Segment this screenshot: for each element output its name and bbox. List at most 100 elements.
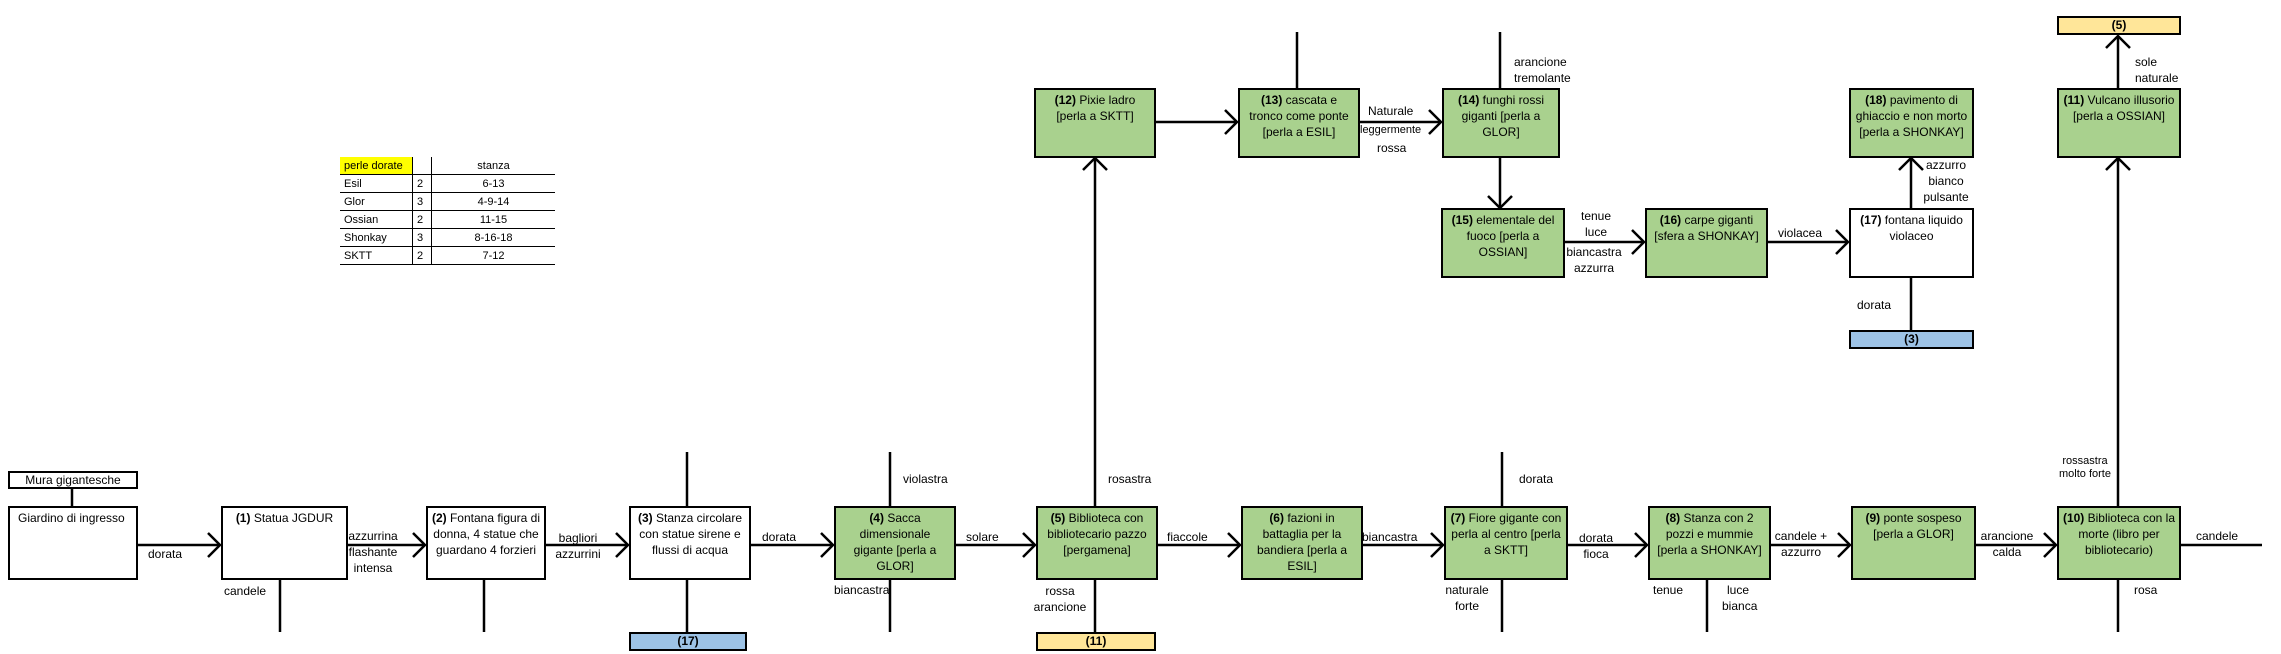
node-room-1: (1) Statua JGDUR xyxy=(221,506,348,580)
legend-rooms: 7-12 xyxy=(431,246,555,265)
node-room-17: (17) fontana liquido violaceo xyxy=(1849,208,1974,278)
room-number: (13) xyxy=(1260,93,1283,107)
legend-header-room: stanza xyxy=(431,157,555,175)
node-room-9: (9) ponte sospeso [perla a GLOR] xyxy=(1851,506,1976,580)
room-description: cascata e tronco come ponte [perla a ESI… xyxy=(1249,93,1349,139)
edge-label: dorata xyxy=(148,547,183,561)
room-description: Stanza circolare con statue sirene e flu… xyxy=(639,511,743,557)
node-room-3: (3) Stanza circolare con statue sirene e… xyxy=(629,506,751,580)
edge-label-text: biancastra azzurra xyxy=(1566,245,1622,275)
node-room-2: (2) Fontana figura di donna, 4 statue ch… xyxy=(426,506,546,580)
room-number: (7) xyxy=(1450,511,1466,525)
room-number: (18) xyxy=(1865,93,1887,107)
node-room-7: (7) Fiore gigante con perla al centro [p… xyxy=(1444,506,1568,580)
room-number: (17) xyxy=(1860,213,1882,227)
legend-count: 2 xyxy=(412,246,432,265)
room-description: carpe giganti [sfera a SHONKAY] xyxy=(1654,213,1759,243)
room-description: Biblioteca con bibliotecario pazzo [perg… xyxy=(1047,511,1147,557)
edge-label: arancione tremolante xyxy=(1514,54,1594,86)
room-description: Vulcano illusorio [perla a OSSIAN] xyxy=(2072,93,2175,123)
room-description: Fiore gigante con perla al centro [perla… xyxy=(1451,511,1562,557)
legend-rooms: 11-15 xyxy=(431,210,555,229)
legend-count: 2 xyxy=(412,174,432,193)
edge-label: dorata xyxy=(1519,472,1554,486)
edge-label: Naturale xyxy=(1368,104,1414,118)
edge-label: tenue luce xyxy=(1578,208,1614,240)
room-description: Pixie ladro [perla a SKTT] xyxy=(1056,93,1136,123)
edge-label-text: sole naturale xyxy=(2135,55,2179,85)
room-description: fazioni in battaglia per la bandiera [pe… xyxy=(1256,511,1348,573)
legend-name: SKTT xyxy=(340,246,413,265)
edge-label: tenue xyxy=(1653,583,1684,597)
edge-label: naturale forte xyxy=(1440,582,1494,614)
node-mura-gigantesche: Mura gigantesche xyxy=(8,471,138,489)
edge-label: candele xyxy=(2196,529,2239,543)
edge-label: candele xyxy=(224,584,267,598)
edge-label: azzurrina flashante intensa xyxy=(345,528,401,576)
edge-label: candele + azzurro xyxy=(1770,528,1832,560)
node-room-4: (4) Sacca dimensionale gigante [perla a … xyxy=(834,506,956,580)
node-room-12: (12) Pixie ladro [perla a SKTT] xyxy=(1034,88,1156,158)
node-room-15: (15) elementale del fuoco [perla a OSSIA… xyxy=(1441,208,1565,278)
edge-label: biancastra xyxy=(1362,530,1418,544)
room-description: Fontana figura di donna, 4 statue che gu… xyxy=(433,511,541,557)
node-room-14: (14) funghi rossi giganti [perla a GLOR] xyxy=(1442,88,1560,158)
room-number: (2) xyxy=(431,511,447,525)
room-description: Statua JGDUR xyxy=(250,511,334,525)
pearl-legend-table: perle dorate stanza Esil 2 6-13 Glor 3 4… xyxy=(340,157,555,265)
edge-label: rosa xyxy=(2134,583,2158,597)
room-number: (3) xyxy=(637,511,653,525)
legend-rooms: 4-9-14 xyxy=(431,192,555,211)
room-number: (12) xyxy=(1054,93,1076,107)
room-description: pavimento di ghiaccio e non morto [perla… xyxy=(1855,93,1968,139)
edge-label-text: bagliori azzurrini xyxy=(555,531,601,561)
edge-label-text: rossa arancione xyxy=(1033,584,1087,614)
edge-label: biancastra azzurra xyxy=(1562,244,1626,276)
edge-label-text: dorata fioca xyxy=(1578,531,1614,561)
legend-name: Glor xyxy=(340,192,413,211)
edge-label: rossa xyxy=(1377,141,1407,155)
edge-label-text: arancione tremolante xyxy=(1514,55,1571,85)
edge-label-text: azzurro bianco pulsante xyxy=(1923,158,1969,204)
legend-row: Glor 3 4-9-14 xyxy=(340,192,555,211)
node-room-18: (18) pavimento di ghiaccio e non morto [… xyxy=(1849,88,1974,158)
node-room-11: (11) Vulcano illusorio [perla a OSSIAN] xyxy=(2057,88,2181,158)
room-description: Biblioteca con la morte (libro per bibli… xyxy=(2078,511,2176,557)
room-description: funghi rossi giganti [perla a GLOR] xyxy=(1461,93,1545,139)
room-description: ponte sospeso [perla a GLOR] xyxy=(1873,511,1962,541)
node-room-5: (5) Biblioteca con bibliotecario pazzo [… xyxy=(1036,506,1158,580)
room-description: Stanza con 2 pozzi e mummie [perla a SHO… xyxy=(1657,511,1762,557)
legend-rooms: 6-13 xyxy=(431,174,555,193)
legend-count: 3 xyxy=(412,228,432,247)
room-number: (4) xyxy=(869,511,884,525)
edge-label: violastra xyxy=(903,472,948,486)
legend-count: 3 xyxy=(412,192,432,211)
node-room-8: (8) Stanza con 2 pozzi e mummie [perla a… xyxy=(1648,506,1771,580)
room-description: Sacca dimensionale gigante [perla a GLOR… xyxy=(853,511,937,573)
edge-label: dorata xyxy=(762,530,797,544)
node-room-10: (10) Biblioteca con la morte (libro per … xyxy=(2057,506,2181,580)
edge-label: luce bianca xyxy=(1722,582,1758,614)
room-description: elementale del fuoco [perla a OSSIAN] xyxy=(1466,213,1555,259)
edge-label: sole naturale xyxy=(2135,54,2191,86)
edge-label: biancastra xyxy=(834,583,890,597)
edge-label: solare xyxy=(966,530,999,544)
ref-box-17: (17) xyxy=(629,632,747,651)
legend-rooms: 8-16-18 xyxy=(431,228,555,247)
room-number: (16) xyxy=(1659,213,1682,227)
edge-label: dorata xyxy=(1857,298,1892,312)
legend-row: Esil 2 6-13 xyxy=(340,174,555,193)
legend-name: Esil xyxy=(340,174,413,193)
room-description: fontana liquido violaceo xyxy=(1881,213,1963,243)
room-number: (15) xyxy=(1451,213,1473,227)
edge-label-text: naturale forte xyxy=(1445,583,1489,613)
legend-header-row: perle dorate stanza xyxy=(340,157,555,175)
room-number: (6) xyxy=(1269,511,1284,525)
edge-label: bagliori azzurrini xyxy=(550,530,606,562)
edge-label-text: luce bianca xyxy=(1722,583,1758,613)
ref-box-3: (3) xyxy=(1849,330,1974,349)
edge-label: fiaccole xyxy=(1167,530,1208,544)
legend-row: Ossian 2 11-15 xyxy=(340,210,555,229)
edge-label-text: tenue luce xyxy=(1580,209,1612,239)
edge-label: violacea xyxy=(1778,226,1823,240)
